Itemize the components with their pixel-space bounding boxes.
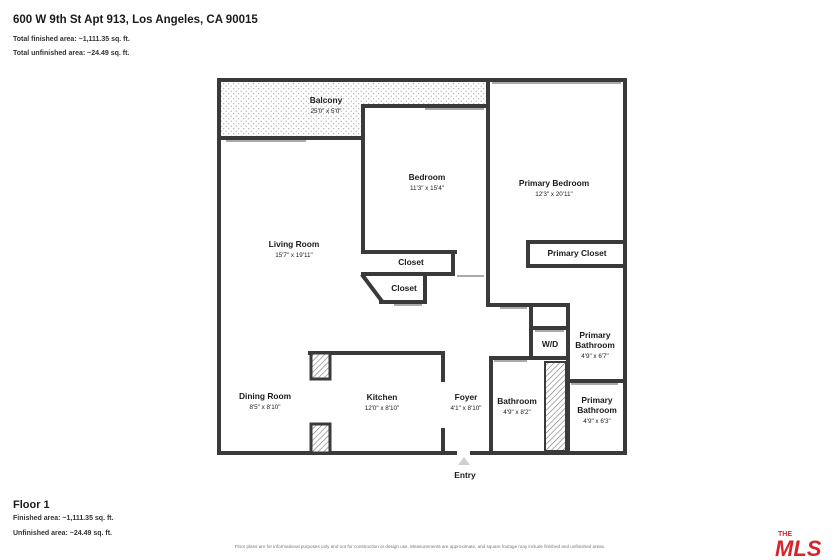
listing-address: 600 W 9th St Apt 913, Los Angeles, CA 90… [13, 14, 258, 26]
mls-logo-the: THE [778, 531, 792, 538]
column-hatch-2 [309, 422, 332, 455]
walls [217, 78, 627, 455]
foyer-dims: 4'1" x 8'10" [450, 405, 481, 412]
primary-bathroom-1-line2: Bathroom [575, 340, 615, 350]
primary-bathroom-1-dims: 4'9" x 6'7" [581, 353, 609, 360]
entry-label: Entry [454, 470, 476, 480]
mls-logo: THE MLS [775, 531, 822, 558]
foyer-label: Foyer [455, 392, 479, 402]
wd-label: W/D [542, 339, 558, 349]
balcony-label: Balcony [310, 95, 343, 105]
total-finished-area: Total finished area: ~1,111.35 sq. ft. [13, 36, 130, 43]
balcony-inner-floor [362, 82, 486, 108]
living-room-dims: 15'7" x 19'11" [275, 252, 313, 259]
closet-1-label: Closet [398, 257, 424, 267]
bathroom-dims: 4'9" x 8'2" [503, 409, 531, 416]
primary-bathroom-1-line1: Primary [579, 330, 611, 340]
living-room-label: Living Room [269, 239, 320, 249]
disclaimer: Floor plans are for informational purpos… [234, 544, 606, 549]
dining-room-label: Dining Room [239, 391, 291, 401]
mls-logo-mls: MLS [775, 536, 822, 558]
kitchen-dims: 12'0" x 8'10" [365, 405, 400, 412]
bathroom-label: Bathroom [497, 396, 537, 406]
column-hatch-1 [309, 351, 332, 381]
primary-bathroom-2-line2: Bathroom [577, 405, 617, 415]
primary-bedroom-label: Primary Bedroom [519, 178, 589, 188]
primary-bathroom-2-dims: 4'9" x 6'3" [583, 418, 611, 425]
primary-bedroom-dims: 12'3" x 20'11" [535, 191, 573, 198]
entry-arrow-icon [458, 457, 470, 465]
openings [226, 82, 621, 385]
floor-finished-area: Finished area: ~1,111.35 sq. ft. [13, 515, 114, 522]
kitchen-label: Kitchen [367, 392, 398, 402]
primary-bathroom-2-line1: Primary [581, 395, 613, 405]
balcony-dims: 25'0" x 5'0" [310, 108, 341, 115]
floor-title: Floor 1 [13, 499, 50, 511]
closet-2-label: Closet [391, 283, 417, 293]
bedroom-dims: 11'3" x 15'4" [410, 185, 444, 192]
primary-closet-label: Primary Closet [547, 248, 606, 258]
floor-unfinished-area: Unfinished area: ~24.49 sq. ft. [13, 530, 113, 537]
total-unfinished-area: Total unfinished area: ~24.49 sq. ft. [13, 50, 130, 57]
dining-room-dims: 8'5" x 8'10" [249, 404, 280, 411]
shaft-hatch [544, 361, 567, 452]
bedroom-label: Bedroom [409, 172, 446, 182]
